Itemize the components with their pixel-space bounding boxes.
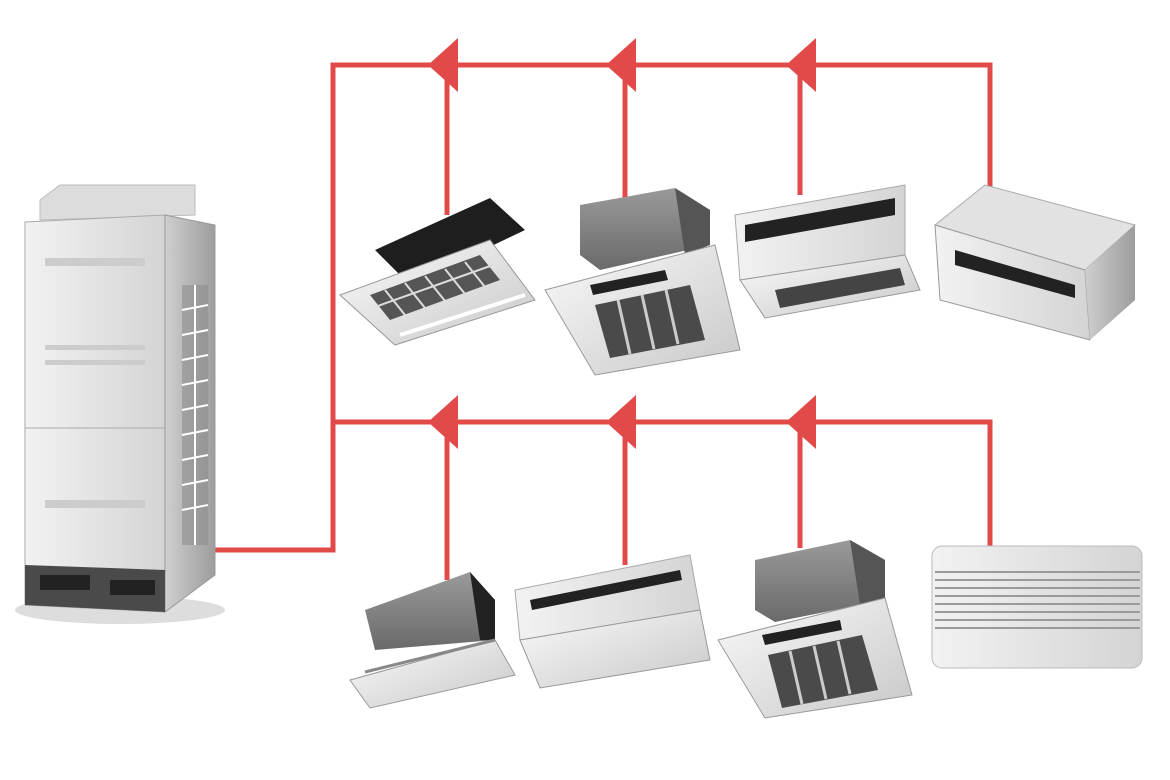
- main-pipe: [215, 62, 993, 553]
- lower-branch-pipe: [333, 419, 993, 548]
- ducted-unit-icon: [933, 184, 1137, 341]
- flow-arrows: [428, 38, 816, 449]
- flow-arrow-icon: [786, 395, 816, 449]
- outdoor-condenser-icon: [15, 184, 225, 624]
- four-way-cassette-icon: [717, 540, 913, 719]
- one-way-cassette-icon: [349, 572, 516, 709]
- ceiling-floor-unit-icon: [514, 554, 711, 689]
- flow-arrow-icon: [606, 395, 636, 449]
- ceiling-suspended-unit-icon: [734, 184, 921, 319]
- wall-mounted-unit-icon: [931, 545, 1143, 669]
- flow-arrow-icon: [428, 395, 458, 449]
- flow-arrow-icon: [606, 38, 636, 92]
- refrigerant-piping: [215, 62, 993, 580]
- flow-arrow-icon: [786, 38, 816, 92]
- cassette-unit-icon: [339, 198, 536, 346]
- flow-arrow-icon: [428, 38, 458, 92]
- four-way-cassette-icon: [544, 188, 741, 376]
